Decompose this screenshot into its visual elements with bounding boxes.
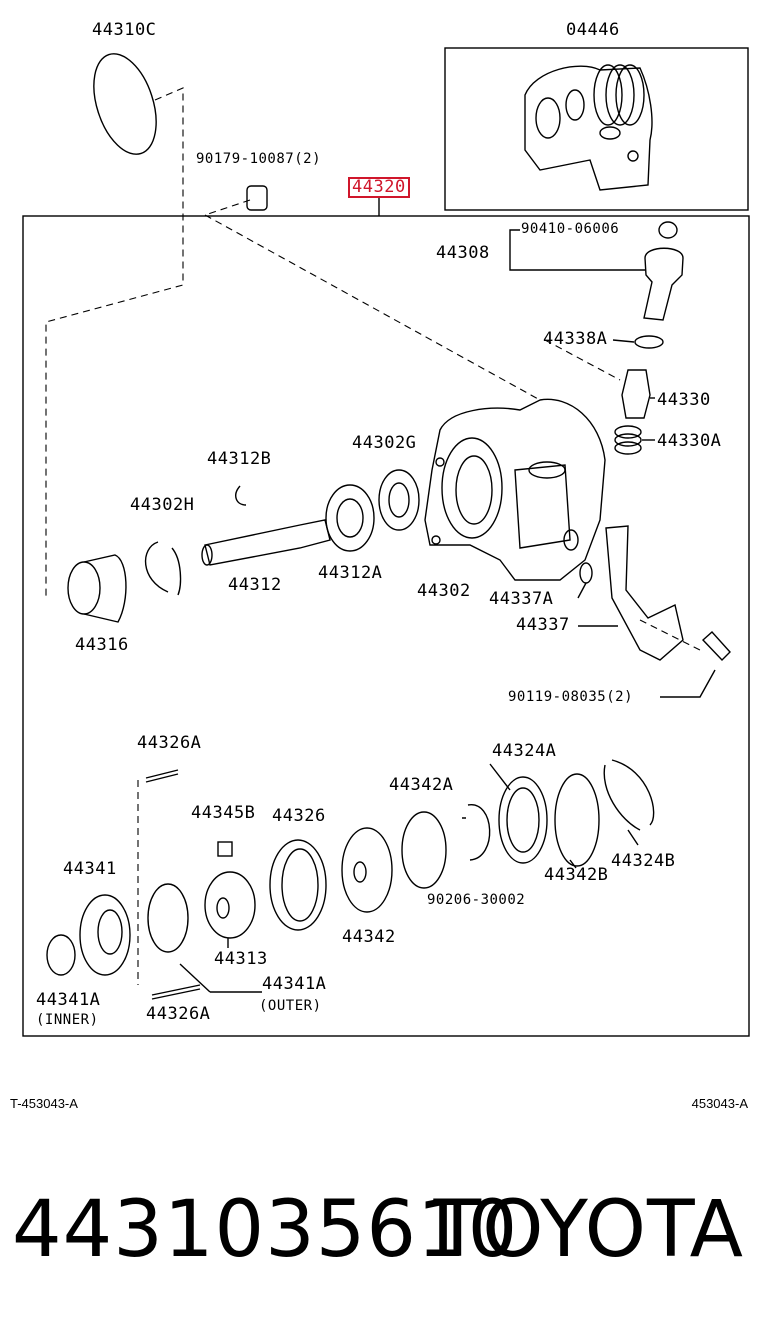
oring-44341a-inner (46, 934, 76, 976)
oring-44338a (634, 335, 664, 349)
label-44342b: 44342B (544, 865, 609, 885)
label-44341: 44341 (63, 859, 117, 879)
label-44330a: 44330A (657, 431, 722, 451)
bolt-90119 (701, 631, 731, 662)
label-44326: 44326 (272, 806, 326, 826)
nut-90179 (246, 185, 268, 211)
oring-44342a (401, 811, 447, 889)
pump-body-44302 (424, 398, 606, 581)
clip-90206 (462, 804, 491, 861)
label-04446: 04446 (566, 20, 620, 40)
assembly-frame (22, 215, 750, 1037)
spring-44330a (614, 425, 642, 455)
label-44324a: 44324A (492, 741, 557, 761)
plate-44342 (341, 827, 393, 913)
footer: 4431035610 TOYOTA (0, 1185, 760, 1295)
label-90179: 90179-10087(2) (196, 151, 322, 167)
bearing-44302g (378, 469, 420, 531)
vane-44345b (217, 841, 233, 857)
diagram-ref-left: T-453043-A (10, 1096, 78, 1111)
oring-44342b (554, 773, 600, 867)
cam-ring-44326 (269, 839, 327, 931)
label-44326a-top: 44326A (137, 733, 202, 753)
label-44312: 44312 (228, 575, 282, 595)
label-90119: 90119-08035(2) (508, 689, 634, 705)
label-44338a: 44338A (543, 329, 608, 349)
label-44302h: 44302H (130, 495, 195, 515)
pin-44326a-bottom (151, 984, 201, 996)
label-44341a-outer: 44341A (262, 974, 327, 994)
part-number: 4431035610 (12, 1185, 519, 1275)
label-inner: (INNER) (36, 1012, 99, 1028)
label-44313: 44313 (214, 949, 268, 969)
label-44302: 44302 (417, 581, 471, 601)
label-44324b: 44324B (611, 851, 676, 871)
oring-44337a (579, 562, 593, 584)
label-44342a: 44342A (389, 775, 454, 795)
label-90410: 90410-06006 (521, 221, 620, 237)
label-44337: 44337 (516, 615, 570, 635)
label-44341a-inner: 44341A (36, 990, 101, 1010)
valve-44330 (621, 369, 651, 419)
parts-diagram (22, 47, 750, 1037)
pipe-44337 (605, 525, 684, 661)
snap-ring-44302h (144, 541, 182, 596)
kit-box (444, 47, 749, 211)
cover-44324a (498, 776, 548, 864)
label-44320-highlighted[interactable]: 44320 (348, 177, 410, 198)
label-44310c: 44310C (92, 20, 157, 40)
label-44337a: 44337A (489, 589, 554, 609)
shaft-44312 (204, 519, 331, 566)
valve-44308 (643, 247, 684, 321)
label-44316: 44316 (75, 635, 129, 655)
label-44326a-bottom: 44326A (146, 1004, 211, 1024)
label-44308: 44308 (436, 243, 490, 263)
label-outer: (OUTER) (259, 998, 322, 1014)
plate-44341 (79, 894, 131, 976)
ball-90410 (658, 221, 678, 239)
label-44312b: 44312B (207, 449, 272, 469)
brand-name: TOYOTA (433, 1185, 744, 1275)
snap-ring-44312b (235, 485, 247, 506)
label-44342: 44342 (342, 927, 396, 947)
oring-44341a-outer (147, 883, 189, 953)
kit-04446 (524, 64, 653, 191)
snap-ring-44324b (603, 759, 655, 831)
label-90206: 90206-30002 (427, 892, 526, 908)
pin-44326a-top (145, 769, 179, 779)
rotor-44313 (204, 871, 256, 939)
label-44330: 44330 (657, 390, 711, 410)
hub-44316 (67, 554, 127, 623)
label-44312a: 44312A (318, 563, 383, 583)
label-44302g: 44302G (352, 433, 417, 453)
bearing-44312a (325, 484, 375, 552)
diagram-ref-right: 453043-A (691, 1096, 748, 1111)
gasket-44310c (93, 53, 157, 155)
label-44345b: 44345B (191, 803, 256, 823)
